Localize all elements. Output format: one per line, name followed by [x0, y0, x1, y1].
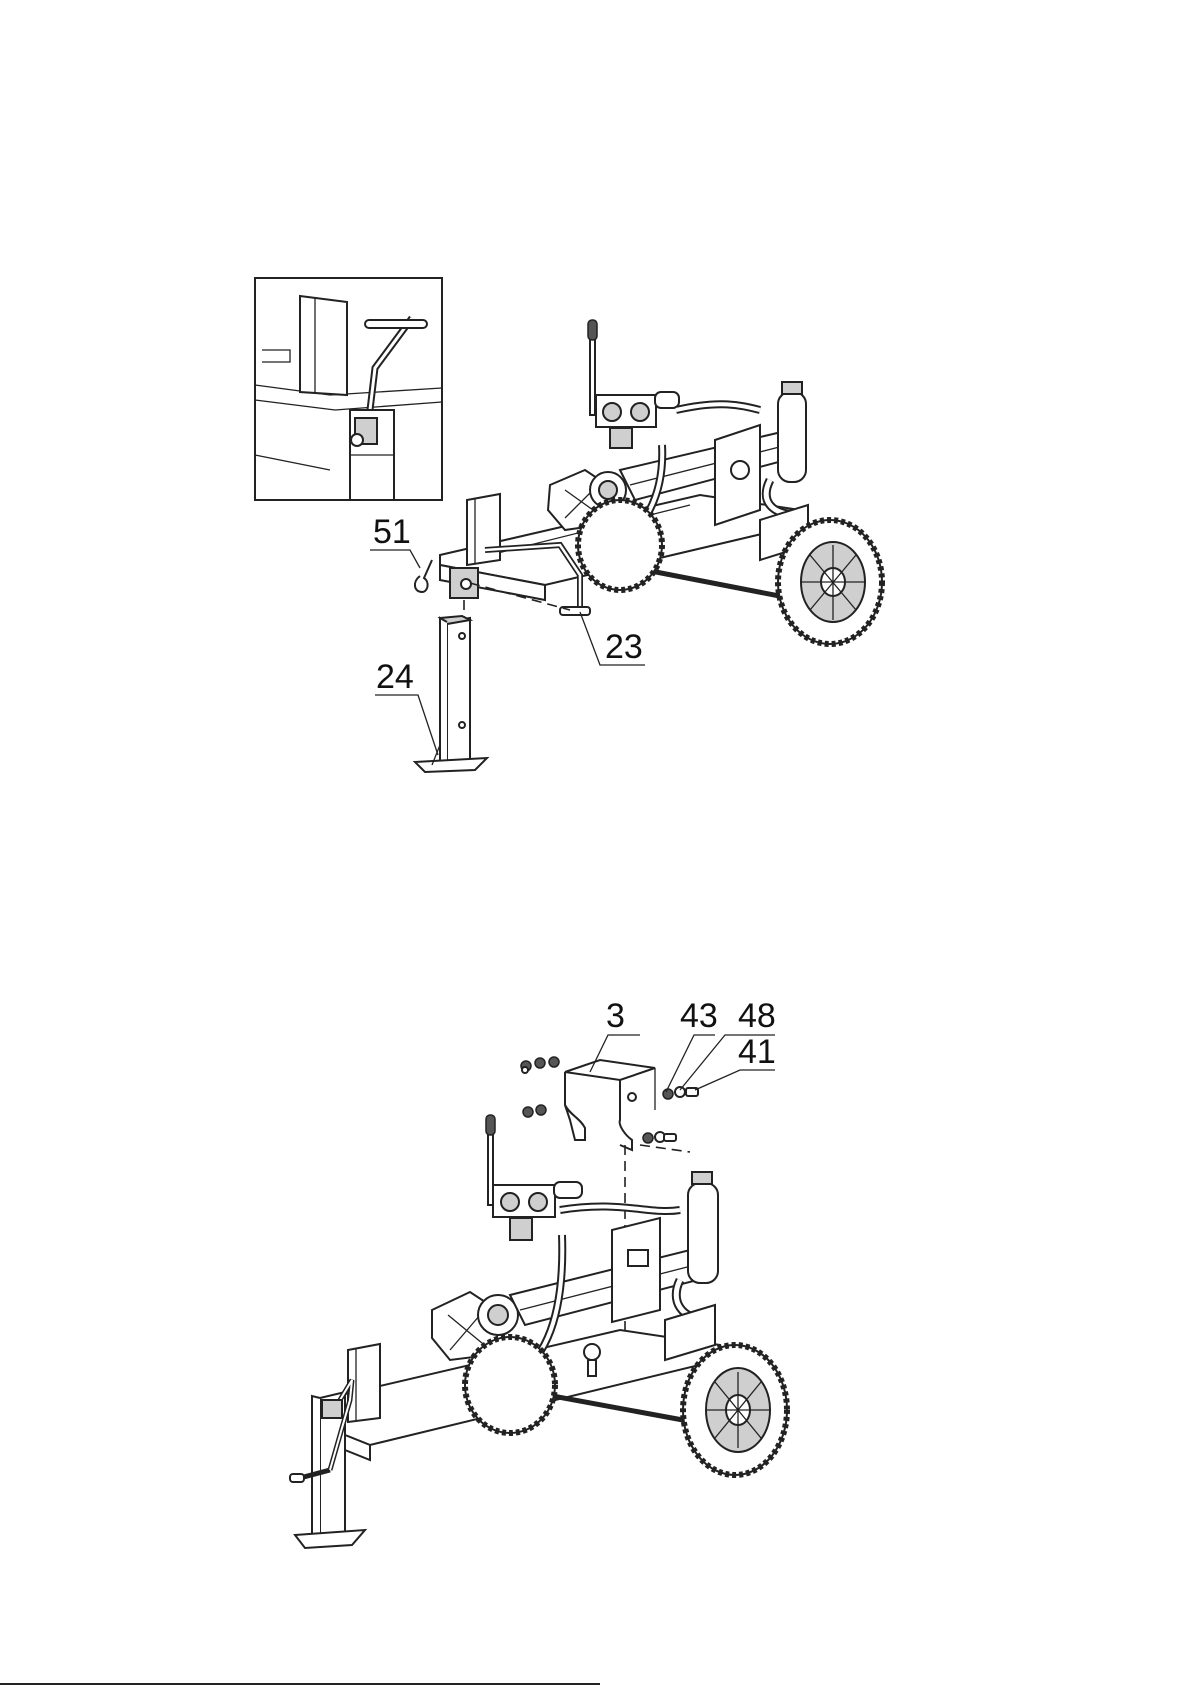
- label-51: 51: [373, 513, 411, 551]
- bracket-bolts-left: [521, 1057, 559, 1117]
- inset-detail: [255, 278, 442, 500]
- control-valve: [588, 320, 679, 448]
- callout-41: 41: [695, 1033, 776, 1090]
- engine-bracket: [565, 1060, 655, 1150]
- callout-51: 51: [370, 513, 420, 568]
- label-23: 23: [605, 628, 643, 666]
- wheel-rear: [578, 500, 662, 590]
- figure-1-leg-assembly: 51 23 24: [255, 278, 882, 772]
- support-leg: [415, 616, 487, 772]
- figure-2-engine-bracket-assembly: 3 43 48 41: [290, 997, 787, 1548]
- label-41: 41: [738, 1033, 776, 1071]
- callout-23: 23: [580, 612, 645, 666]
- wheel-front-2: [683, 1345, 787, 1475]
- label-43: 43: [680, 997, 718, 1035]
- label-24: 24: [376, 658, 414, 696]
- control-valve-2: [486, 1115, 582, 1240]
- wheel-front: [778, 520, 882, 644]
- callout-43: 43: [666, 997, 718, 1092]
- bracket-bolts-right: [643, 1087, 698, 1143]
- splitting-wedge: [467, 494, 500, 565]
- label-3: 3: [606, 997, 625, 1035]
- r-clip: [415, 560, 432, 592]
- label-48: 48: [738, 997, 776, 1035]
- callout-24: 24: [375, 658, 438, 755]
- wheel-rear-2: [465, 1337, 555, 1433]
- assembly-line-bolt: [640, 1145, 690, 1152]
